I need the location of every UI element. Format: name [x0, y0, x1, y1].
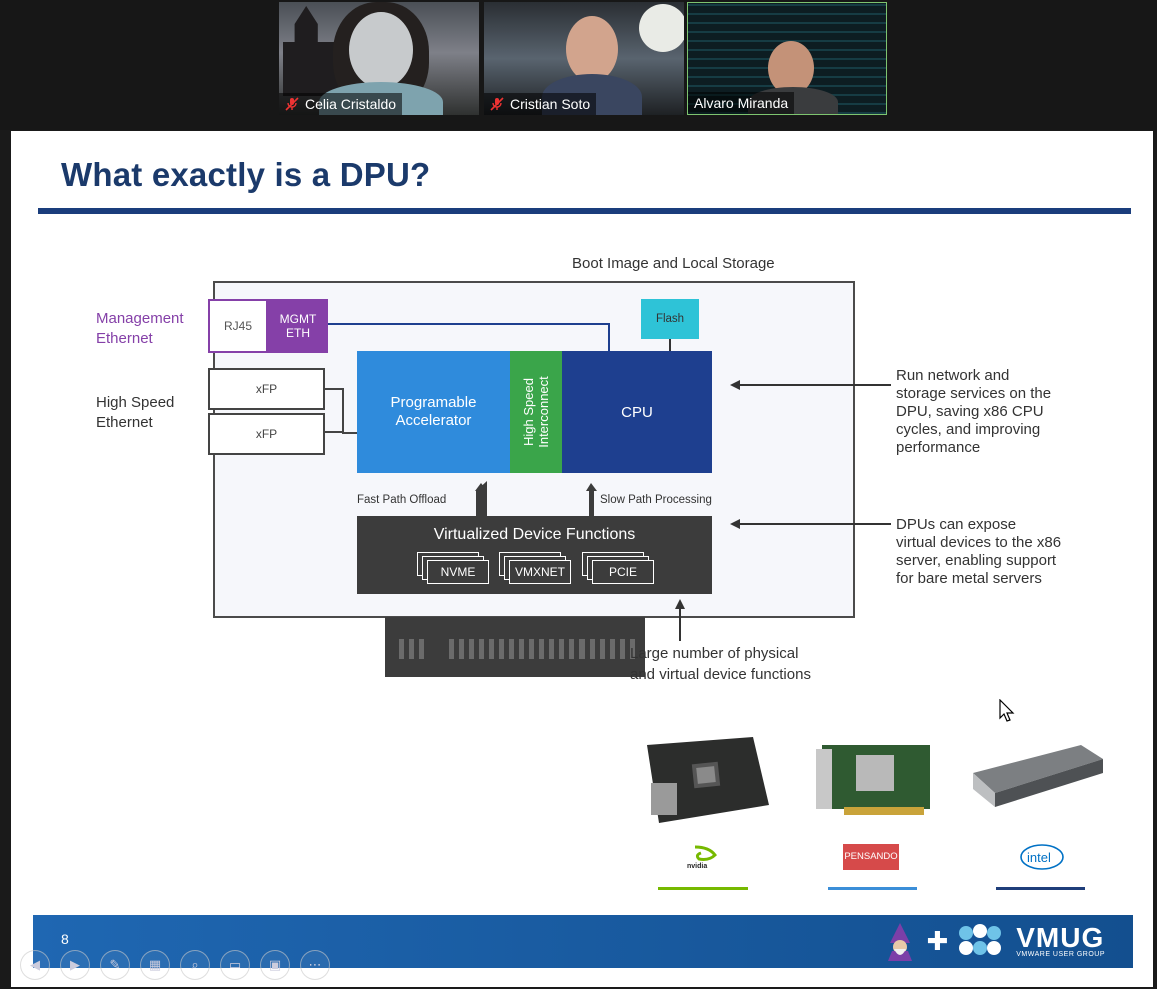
participant-video: [768, 41, 814, 95]
background-moon: [639, 4, 684, 52]
nvidia-underline: [658, 887, 748, 890]
plus-icon: ✚: [926, 925, 949, 956]
intel-logo-icon: intel: [1020, 844, 1064, 870]
slides-icon[interactable]: ▦: [140, 950, 170, 980]
note-device-functions: Large number of physical and virtual dev…: [630, 645, 811, 683]
high-speed-ethernet-label: High Speed Ethernet: [96, 394, 175, 431]
flash-block: Flash: [641, 299, 699, 339]
vmug-dots-icon: [959, 924, 1002, 955]
intel-card-image: [973, 745, 1103, 807]
participant-tile[interactable]: Celia Cristaldo: [279, 2, 479, 115]
presentation-slide: What exactly is a DPU? Boot Image and Lo…: [11, 131, 1153, 987]
participant-name: Alvaro Miranda: [694, 95, 789, 111]
function-chip-vmxnet: VMXNET: [499, 552, 571, 584]
slide-title: What exactly is a DPU?: [61, 156, 431, 193]
prev-icon[interactable]: ◀: [20, 950, 50, 980]
nvidia-card-image: [647, 737, 769, 823]
vmug-subtitle: VMWARE USER GROUP: [1016, 950, 1105, 958]
mic-muted-icon: [285, 97, 299, 111]
pensando-card-image: [816, 745, 930, 815]
management-ethernet-label: Management Ethernet: [96, 310, 184, 347]
zoom-icon[interactable]: ⌕: [180, 950, 210, 980]
vmug-logo: ✚ VMUG VMWARE USER GROUP: [882, 921, 1105, 961]
title-rule: [38, 208, 1131, 214]
video-strip: Celia Cristaldo Cristian Soto Alvaro Mir…: [0, 0, 1157, 130]
note-run-network: Run network and storage services on the …: [896, 367, 1052, 456]
participant-nameplate: Cristian Soto: [484, 93, 597, 115]
svg-text:intel: intel: [1027, 850, 1051, 865]
svg-text:nvidia: nvidia: [687, 863, 707, 869]
boot-image-label: Boot Image and Local Storage: [572, 255, 775, 272]
more-icon[interactable]: ⋯: [300, 950, 330, 980]
vdf-title: Virtualized Device Functions: [433, 526, 636, 543]
participant-nameplate: Celia Cristaldo: [279, 93, 403, 115]
next-icon[interactable]: ▶: [60, 950, 90, 980]
mgmt-eth-block: MGMT ETH: [268, 299, 328, 353]
function-chip-pcie: PCIE: [582, 552, 654, 584]
participant-tile-active-speaker[interactable]: Alvaro Miranda: [687, 2, 887, 115]
pensando-logo: PENSANDO: [843, 844, 899, 870]
subtitles-icon[interactable]: ▭: [220, 950, 250, 980]
slow-path-label: Slow Path Processing: [600, 494, 712, 506]
virtualized-device-functions-block: Virtualized Device Functions NVME VMXNET…: [357, 516, 712, 594]
wizard-icon: [888, 923, 913, 961]
xfp-port: xFP: [208, 413, 325, 455]
pen-icon[interactable]: ✎: [100, 950, 130, 980]
mic-muted-icon: [490, 97, 504, 111]
high-speed-interconnect-block: High Speed Interconnect: [510, 351, 562, 473]
nvidia-logo-icon: nvidia: [687, 845, 717, 869]
participant-tile[interactable]: Cristian Soto: [484, 2, 684, 115]
cpu-block: CPU: [562, 351, 712, 473]
participant-nameplate: Alvaro Miranda: [688, 92, 795, 114]
pensando-underline: [828, 887, 917, 890]
participant-video: [566, 16, 618, 82]
slide-number: 8: [61, 931, 69, 947]
interconnect-label: High Speed Interconnect: [521, 376, 551, 448]
camera-icon[interactable]: ▣: [260, 950, 290, 980]
participant-name: Cristian Soto: [510, 96, 591, 112]
intel-underline: [996, 887, 1085, 890]
vmug-wordmark: VMUG: [1016, 921, 1105, 953]
mouse-cursor-icon: [999, 699, 1015, 722]
note-expose-devices: DPUs can expose virtual devices to the x…: [896, 516, 1062, 587]
rj45-port: RJ45: [208, 299, 268, 353]
slide-footer: 8 ✚ VMUG VMWARE USER GROUP: [33, 915, 1133, 968]
presentation-controls: ◀ ▶ ✎ ▦ ⌕ ▭ ▣ ⋯: [20, 950, 330, 980]
function-chip-nvme: NVME: [417, 552, 489, 584]
participant-name: Celia Cristaldo: [305, 96, 397, 112]
pcie-edge-connector: [385, 617, 645, 677]
programmable-accelerator-block: Programable Accelerator: [357, 351, 510, 473]
xfp-port: xFP: [208, 368, 325, 410]
fast-path-label: Fast Path Offload: [357, 494, 447, 506]
diagram-connectors: [325, 323, 891, 641]
